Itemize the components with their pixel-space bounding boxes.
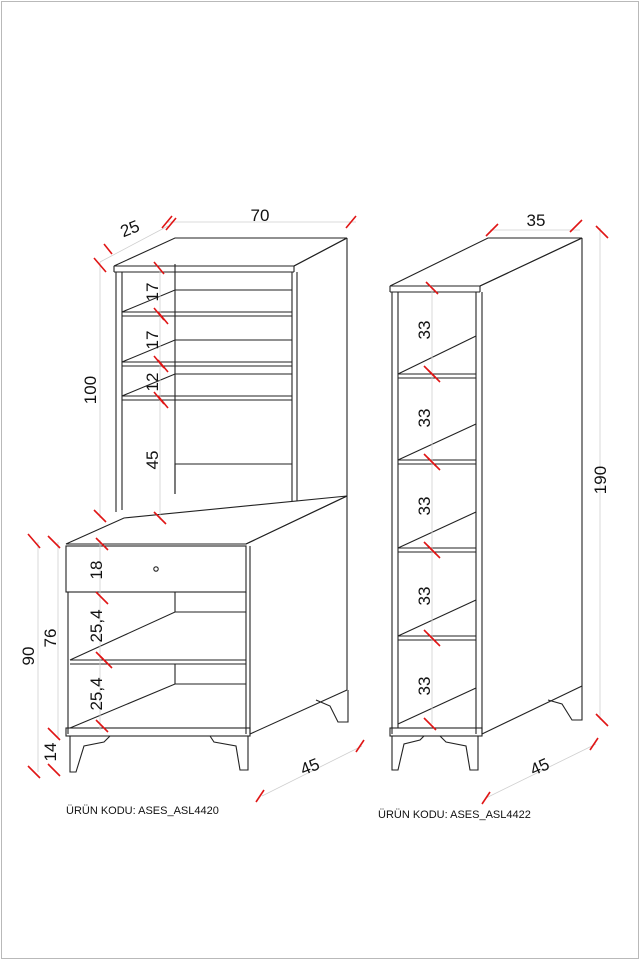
dim-shelf-3: 12 (143, 373, 162, 392)
dim-tower-shelf-2: 33 (415, 409, 434, 428)
right-unit (389, 237, 583, 771)
dim-tower-width: 35 (527, 211, 546, 230)
tower-leg-front-left (391, 735, 425, 771)
dim-shelf-2: 17 (143, 331, 162, 350)
left-unit (65, 237, 349, 773)
tower-shelves (397, 335, 477, 725)
hutch-top-side (293, 237, 348, 267)
tower-bottom-side (481, 685, 583, 735)
tower-leg-back-right (547, 686, 583, 721)
leg-front-right (209, 735, 249, 771)
leg-back-right (315, 690, 349, 723)
dim-tower-shelf-5: 33 (415, 677, 434, 696)
dim-drawer: 18 (87, 561, 106, 580)
cabinet-bottom-side (249, 689, 348, 735)
left-dimension-ticks (27, 215, 365, 803)
tower-leg-front-right (439, 735, 479, 771)
dim-shelf-low-2: 25,4 (87, 677, 106, 710)
dim-height-bottom: 76 (41, 629, 60, 648)
dim-tower-height: 190 (591, 466, 610, 494)
right-dimension-lines (431, 228, 601, 799)
tower-top-side (479, 237, 583, 287)
tower-base (389, 727, 483, 737)
drawer-front (65, 545, 247, 593)
left-dimension-lines (37, 221, 363, 797)
dim-height-top: 100 (81, 376, 100, 404)
dim-leg: 14 (41, 743, 60, 762)
right-product-code: ÜRÜN KODU: ASES_ASL4422 (378, 809, 531, 821)
cabinet-shelf-1-back (69, 611, 246, 661)
dim-shelf-4: 45 (143, 451, 162, 470)
dim-tower-shelf-3: 33 (415, 497, 434, 516)
dim-tower-shelf-1: 33 (415, 321, 434, 340)
hutch-shelves (121, 289, 292, 494)
left-product-code: ÜRÜN KODU: ASES_ASL4420 (66, 805, 219, 817)
dim-shelf-1: 17 (143, 283, 162, 302)
dim-width-top: 70 (251, 206, 270, 225)
right-dimension-ticks (423, 219, 609, 805)
dim-height-total: 90 (19, 647, 38, 666)
dim-tower-shelf-4: 33 (415, 587, 434, 606)
cabinet-base (65, 727, 251, 737)
dim-shelf-low-1: 25,4 (87, 609, 106, 642)
drawer-knob (153, 566, 159, 572)
leg-front-left (69, 735, 111, 773)
worktop-side (245, 495, 348, 545)
